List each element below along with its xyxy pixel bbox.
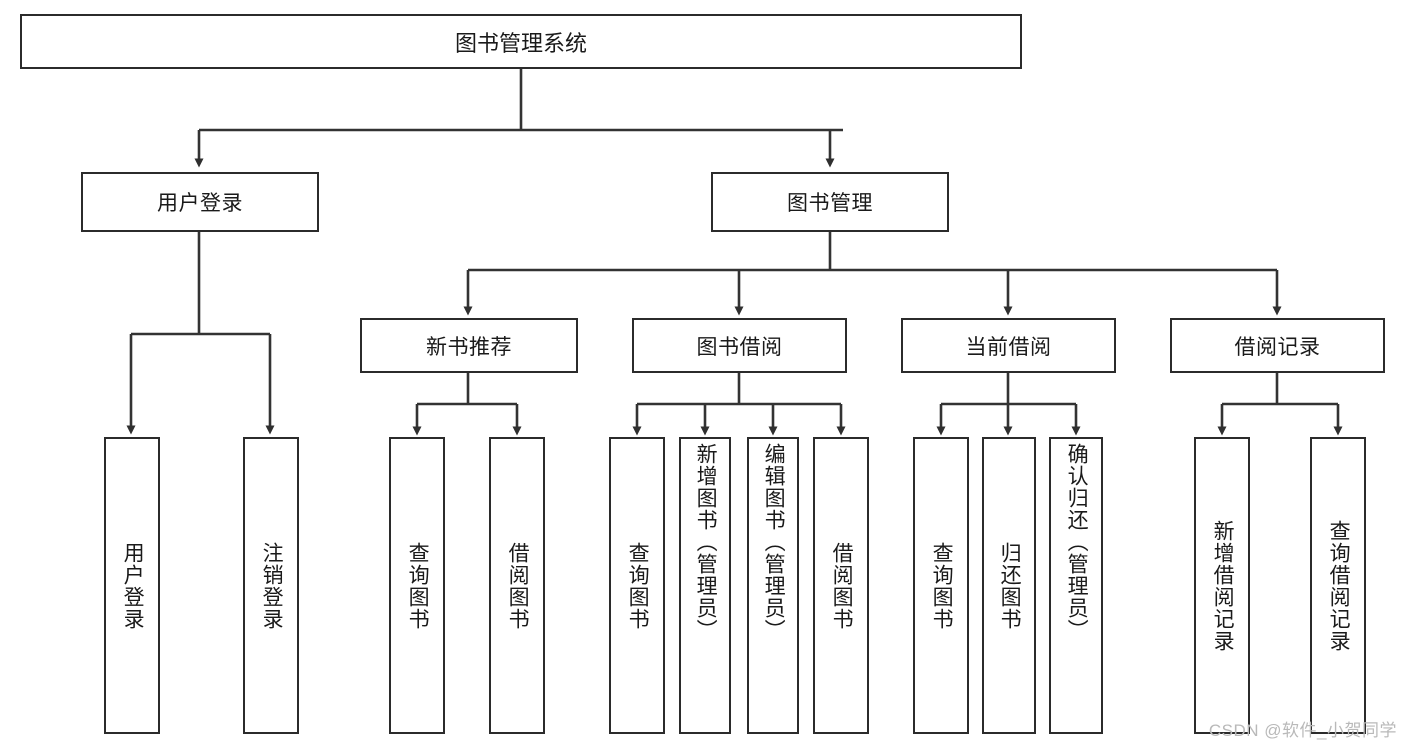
- leaf-query-borrow-record[interactable]: 查询借阅记录: [1310, 437, 1366, 734]
- node-root-system[interactable]: 图书管理系统: [20, 14, 1022, 69]
- csdn-watermark: CSDN @软件_小贺同学: [1208, 721, 1397, 740]
- leaf-query-book-borrow[interactable]: 查询图书: [609, 437, 665, 734]
- node-label: 新增借阅记录: [1211, 519, 1235, 652]
- node-label: 查询借阅记录: [1327, 519, 1351, 652]
- node-label: 查询图书: [930, 541, 954, 630]
- node-label: 借阅图书: [830, 541, 854, 630]
- node-label: 新增图书（管理员）: [694, 443, 718, 641]
- node-label: 查询图书: [406, 541, 430, 630]
- node-label: 借阅记录: [1234, 335, 1321, 359]
- leaf-borrow-book-newbook[interactable]: 借阅图书: [489, 437, 545, 734]
- node-label: 图书管理: [787, 192, 873, 215]
- node-book-borrow[interactable]: 图书借阅: [632, 318, 847, 373]
- leaf-add-borrow-record[interactable]: 新增借阅记录: [1194, 437, 1250, 734]
- node-label: 确认归还（管理员）: [1065, 443, 1089, 641]
- leaf-add-book-admin[interactable]: 新增图书（管理员）: [679, 437, 731, 734]
- leaf-return-book[interactable]: 归还图书: [982, 437, 1036, 734]
- leaf-user-logout[interactable]: 注销登录: [243, 437, 299, 734]
- node-new-book-recommend[interactable]: 新书推荐: [360, 318, 578, 373]
- node-label: 用户登录: [121, 541, 145, 630]
- node-current-borrow[interactable]: 当前借阅: [901, 318, 1116, 373]
- node-label: 归还图书: [998, 541, 1022, 630]
- node-label: 编辑图书（管理员）: [762, 443, 786, 641]
- node-label: 图书管理系统: [454, 30, 587, 56]
- node-label: 新书推荐: [426, 335, 512, 359]
- node-user-login[interactable]: 用户登录: [81, 172, 319, 232]
- node-label: 用户登录: [157, 192, 243, 215]
- leaf-borrow-book[interactable]: 借阅图书: [813, 437, 869, 734]
- leaf-query-book-newbook[interactable]: 查询图书: [389, 437, 445, 734]
- node-borrow-record[interactable]: 借阅记录: [1170, 318, 1385, 373]
- node-label: 当前借阅: [965, 335, 1052, 359]
- leaf-query-book-current[interactable]: 查询图书: [913, 437, 969, 734]
- node-label: 图书借阅: [696, 335, 783, 359]
- node-book-management[interactable]: 图书管理: [711, 172, 949, 232]
- leaf-edit-book-admin[interactable]: 编辑图书（管理员）: [747, 437, 799, 734]
- leaf-user-login[interactable]: 用户登录: [104, 437, 160, 734]
- node-label: 注销登录: [260, 541, 284, 630]
- node-label: 借阅图书: [506, 541, 530, 630]
- leaf-confirm-return-admin[interactable]: 确认归还（管理员）: [1049, 437, 1103, 734]
- node-label: 查询图书: [626, 541, 650, 630]
